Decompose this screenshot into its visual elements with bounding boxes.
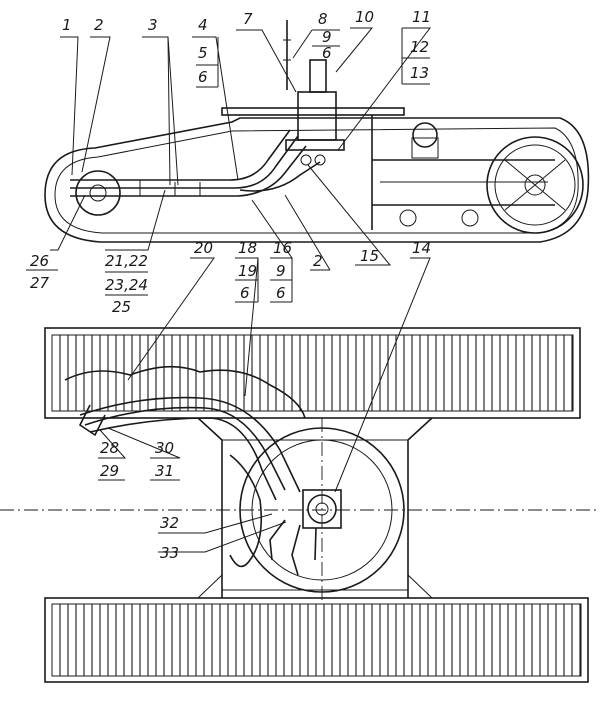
callout-27: 27 (30, 274, 50, 292)
callout-16: 16 (273, 239, 292, 257)
callout-5: 5 (198, 44, 208, 62)
callout-2-mid: 2 (313, 252, 323, 270)
callout-29: 29 (100, 462, 119, 480)
callout-10: 10 (355, 8, 374, 26)
callout-7: 7 (243, 10, 253, 28)
callout-3: 3 (148, 16, 158, 34)
callout-9-top: 9 (322, 28, 332, 46)
bottom-leaders (26, 164, 431, 553)
callout-1: 1 (62, 16, 72, 34)
callout-labels: 1 2 3 4 5 6 7 8 9 6 10 11 12 13 26 27 21… (30, 8, 431, 562)
callout-18: 18 (238, 239, 257, 257)
callout-6-top-a: 6 (198, 68, 208, 86)
callout-31: 31 (155, 462, 174, 480)
callout-13: 13 (410, 64, 429, 82)
callout-6-top-b: 6 (322, 44, 332, 62)
callout-32: 32 (160, 514, 179, 532)
callout-21-22: 21,22 (105, 252, 148, 270)
callout-12: 12 (410, 38, 429, 56)
callout-14: 14 (412, 239, 431, 257)
callout-23-24: 23,24 (105, 276, 148, 294)
callout-2-top: 2 (94, 16, 104, 34)
callout-6-mid-b: 6 (276, 284, 286, 302)
callout-20: 20 (194, 239, 213, 257)
callout-15: 15 (360, 247, 379, 265)
callout-26: 26 (30, 252, 49, 270)
callout-11: 11 (412, 8, 431, 26)
crawler-plan-view (0, 327, 600, 683)
callout-4: 4 (198, 16, 208, 34)
top-leaders (60, 27, 432, 186)
callout-9-mid: 9 (276, 262, 286, 280)
crawler-side-view (44, 20, 590, 243)
callout-28: 28 (100, 439, 119, 457)
callout-30: 30 (155, 439, 174, 457)
callout-25: 25 (112, 298, 131, 316)
callout-6-mid-a: 6 (240, 284, 250, 302)
callout-33: 33 (160, 544, 179, 562)
callout-19: 19 (238, 262, 257, 280)
callout-8: 8 (318, 10, 328, 28)
